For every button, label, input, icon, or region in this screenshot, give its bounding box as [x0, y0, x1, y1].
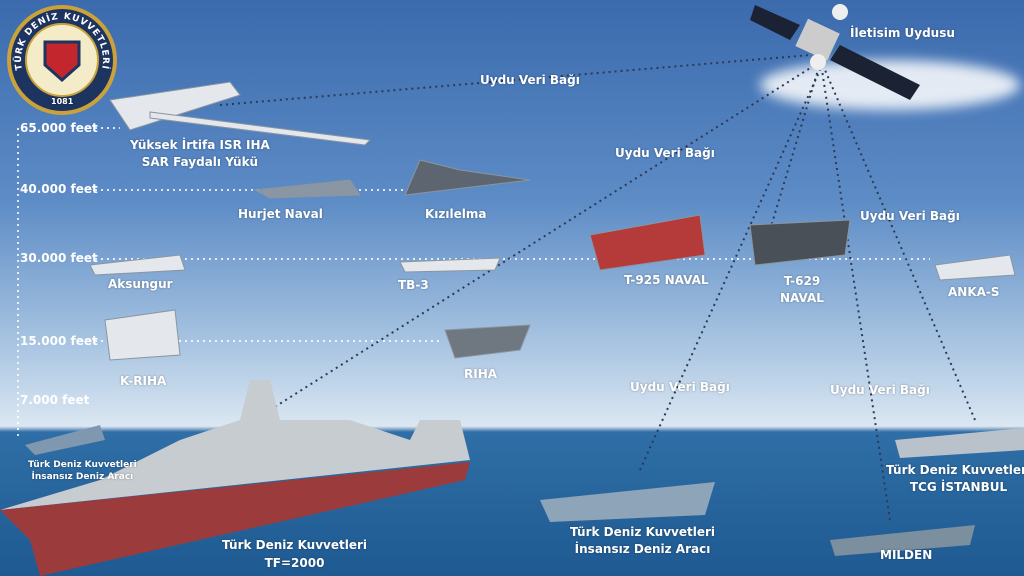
tb3-label: TB-3 — [398, 278, 429, 292]
milden-submarine-icon — [830, 525, 975, 556]
datalink-usv — [639, 69, 821, 471]
altitude-label: 30.000 feet — [20, 251, 98, 265]
hurjet-label: Hurjet Naval — [238, 207, 323, 221]
datalink-tf2000 — [269, 64, 816, 411]
hurjet-icon — [253, 179, 361, 199]
tcg-istanbul-icon — [895, 428, 1024, 458]
altitude-label: 40.000 feet — [20, 182, 98, 196]
riha-icon — [444, 324, 531, 359]
datalink-label: Uydu Veri Bağı — [630, 380, 730, 394]
t925-label: T-925 NAVAL — [624, 273, 709, 287]
aksungur-icon — [89, 254, 186, 276]
navy-logo: TÜRK DENİZ KUVVETLERİ — [7, 5, 117, 115]
datalink-t629 — [769, 69, 819, 231]
t629-icon — [749, 219, 851, 266]
datalink-istanbul — [824, 69, 976, 421]
datalink-label: Uydu Veri Bağı — [615, 146, 715, 160]
datalink-label: Uydu Veri Bağı — [480, 73, 580, 87]
t925-icon — [589, 214, 706, 271]
anka-s-icon — [934, 254, 1016, 281]
altitude-label: 7.000 feet — [20, 393, 90, 407]
isr-uav-icon — [109, 81, 241, 131]
datalink-label: Uydu Veri Bağı — [830, 383, 930, 397]
anka-s-label: ANKA-S — [948, 285, 1000, 299]
usv-icon — [540, 482, 715, 522]
milden-label: MILDEN — [880, 548, 933, 562]
satellite-icon — [750, 4, 920, 100]
usv-small-icon — [25, 425, 105, 455]
datalink-milden — [821, 69, 891, 521]
riha-label: RIHA — [464, 367, 498, 381]
tf2000-ship-icon — [0, 380, 470, 510]
altitude-label: 15.000 feet — [20, 334, 98, 348]
satellite-label: İletisim Uydusu — [850, 26, 955, 40]
altitude-label: 65.000 feet — [20, 121, 98, 135]
k-riha-icon — [104, 309, 181, 361]
datalink-isr — [219, 54, 811, 106]
k-riha-label: K-RIHA — [120, 374, 167, 388]
tb3-icon — [399, 257, 501, 273]
logo-year: 1081 — [51, 97, 74, 106]
kizilelma-label: Kızılelma — [425, 207, 487, 221]
aksungur-label: Aksungur — [108, 277, 173, 291]
datalink-label: Uydu Veri Bağı — [860, 209, 960, 223]
kizilelma-icon — [404, 159, 531, 196]
